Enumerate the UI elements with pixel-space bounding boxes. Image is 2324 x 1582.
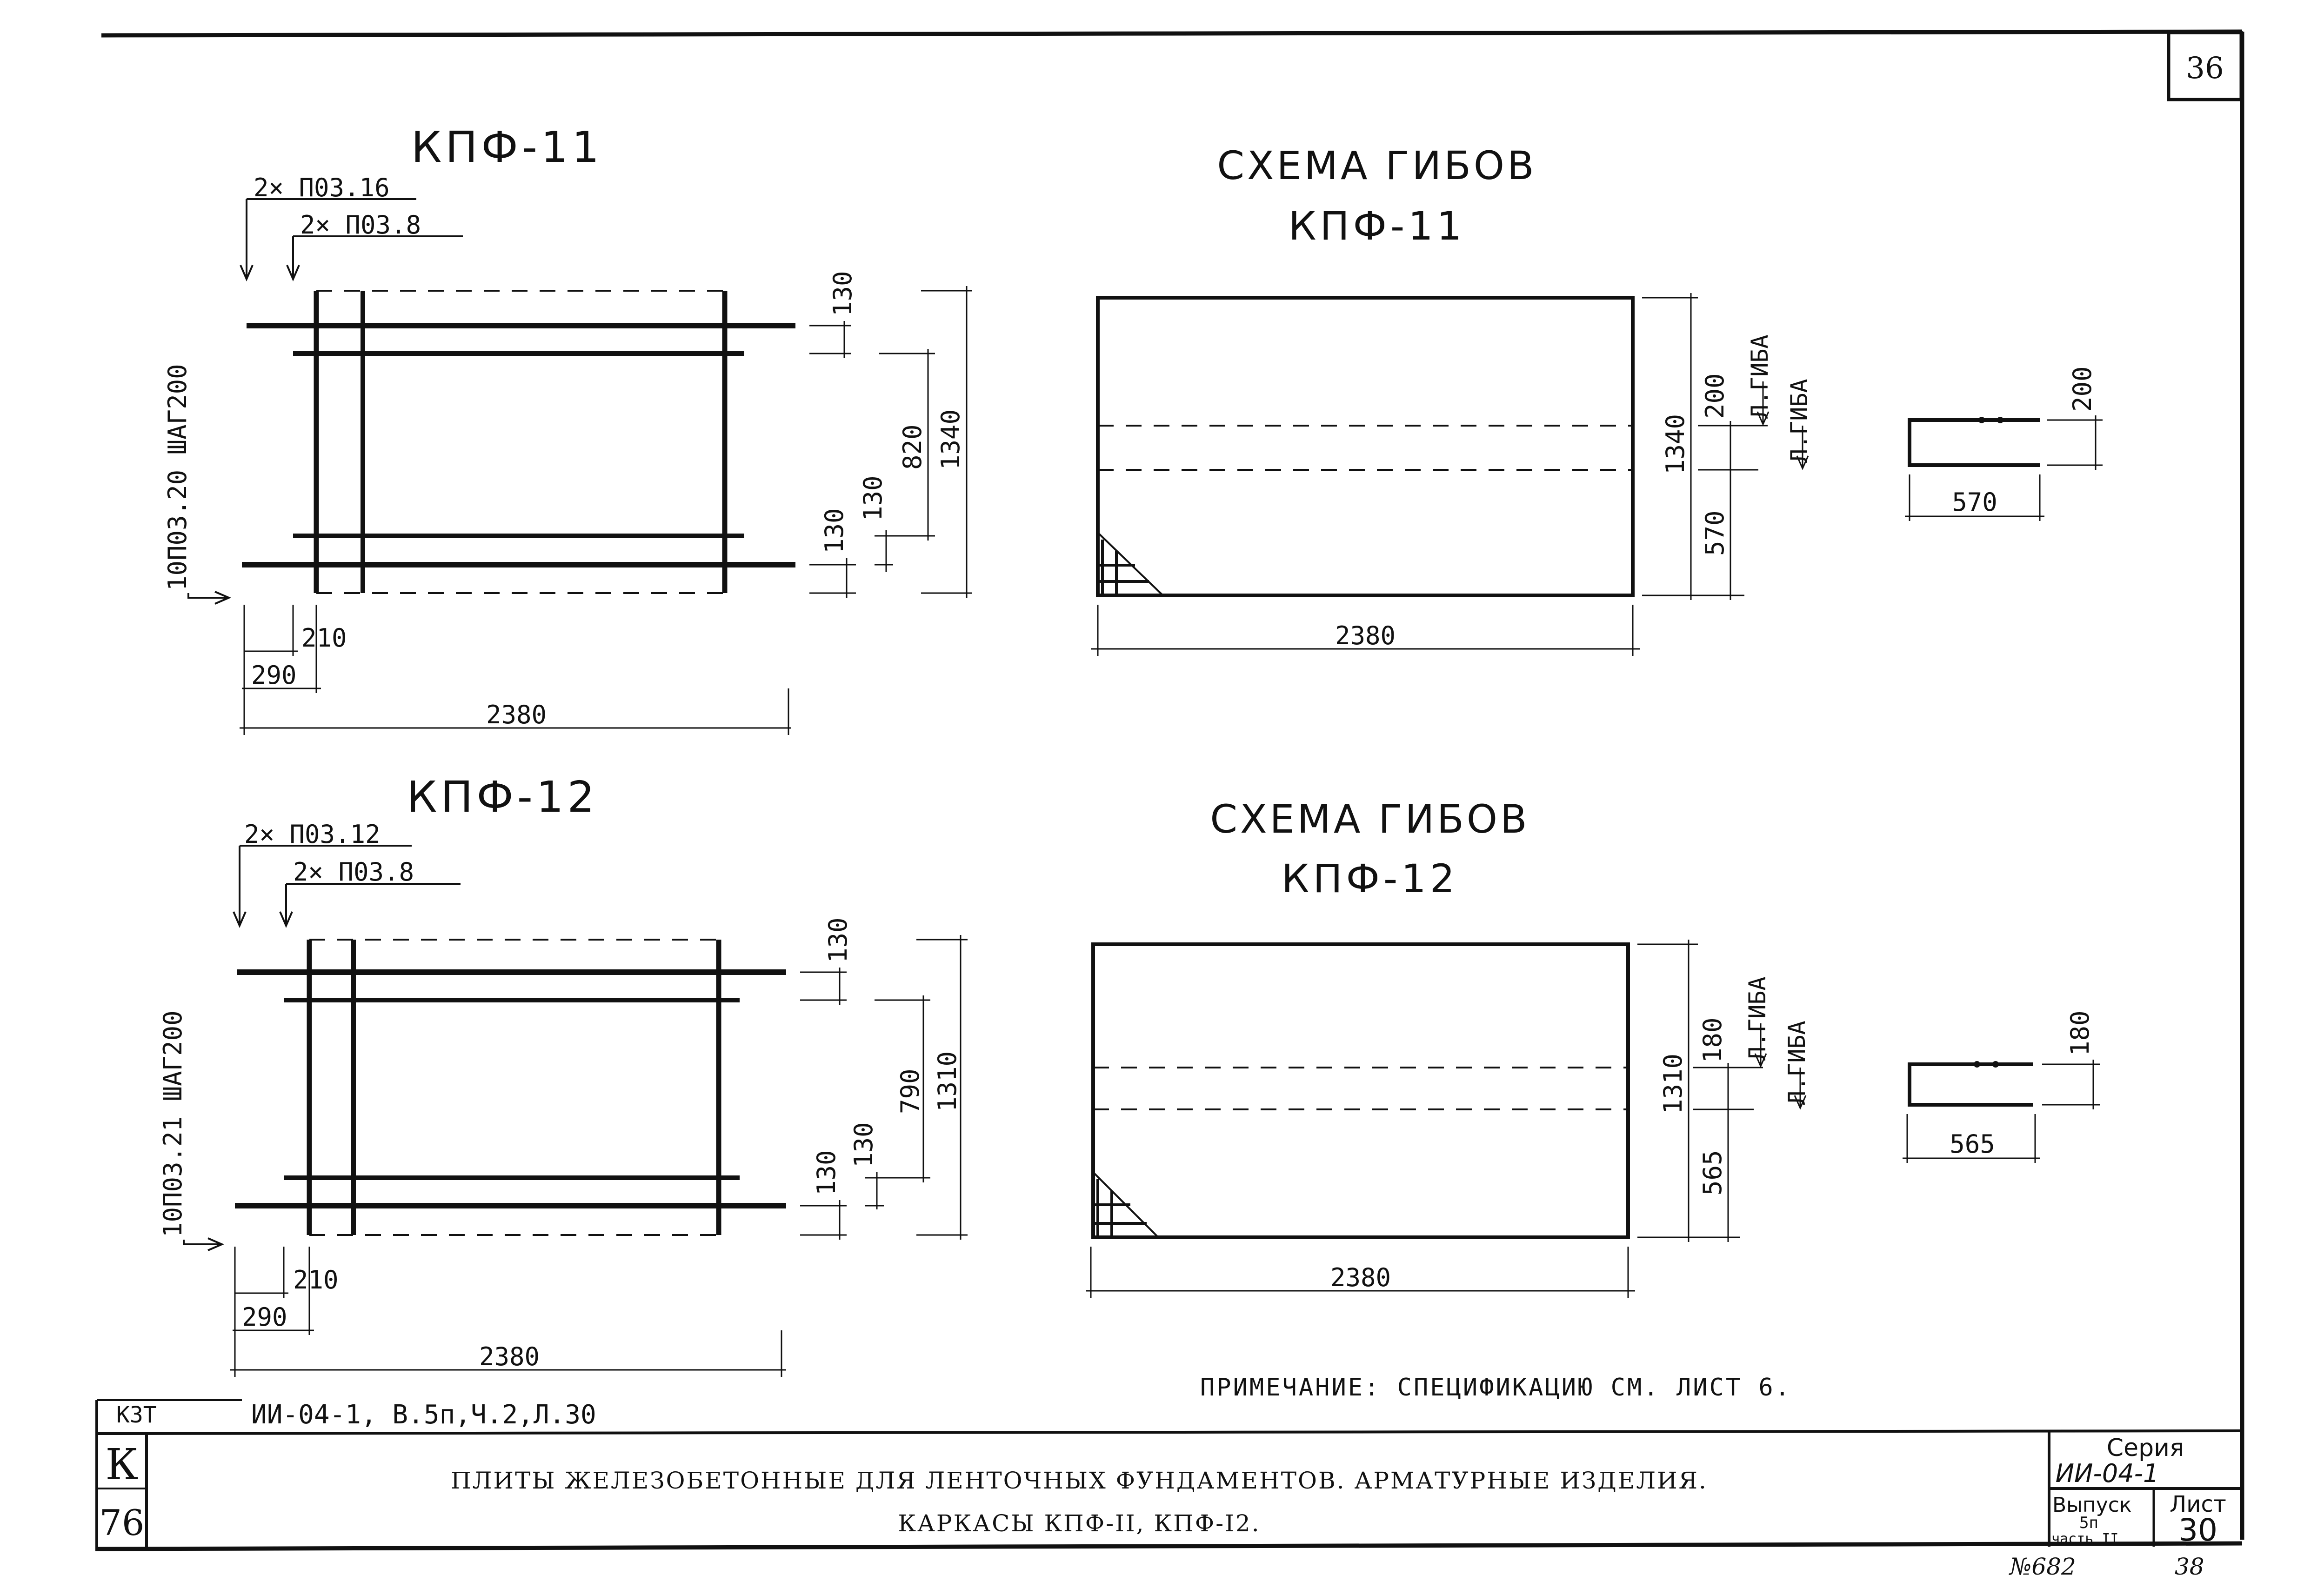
main-title-line2: КАРКАСЫ КПФ-II, КПФ-I2.	[898, 1510, 1260, 1537]
handwritten-number-2: 38	[2175, 1553, 2204, 1580]
kpf11-dim-820: 820	[898, 424, 927, 470]
scheme11-bend-label-1: Л.ГИБА	[1746, 334, 1773, 419]
scheme12-bend-label-2: Л.ГИБА	[1783, 1021, 1810, 1105]
sheet-frame	[95, 29, 2244, 1551]
kpf12-dim-1310: 1310	[933, 1051, 962, 1112]
scheme12-profile-dim-565: 565	[1950, 1129, 1995, 1159]
scheme11-dim-570: 570	[1700, 510, 1730, 556]
scheme12-profile: 180 565	[1903, 1010, 2100, 1163]
reference-stamp: ИИ-04-1, В.5п,Ч.2,Л.30	[251, 1400, 596, 1430]
scheme11-profile: 200 570	[1905, 366, 2103, 521]
scheme11-profile-dim-570: 570	[1952, 487, 1997, 517]
kpf11-dim-130-top: 130	[828, 271, 857, 316]
handwritten-number-1: №682	[2009, 1553, 2076, 1580]
scheme12-dim-565: 565	[1698, 1150, 1727, 1195]
sheet-value: 30	[2178, 1512, 2217, 1548]
kpf12-callout-top: 2× П03.12	[244, 820, 381, 849]
scheme11-title-line2: КПФ-11	[1289, 203, 1465, 249]
title-block: КЗТ ИИ-04-1, В.5п,Ч.2,Л.30 К 76 ПЛИТЫ ЖЕ…	[100, 1400, 2226, 1548]
corner-number-box: 36	[2167, 31, 2243, 101]
scheme11-title-line1: СХЕМА ГИБОВ	[1217, 143, 1536, 188]
kpf11-cage-drawing: КПФ-11 2× П03.16 2× П03.8 10П03.20 ШАГ20…	[163, 122, 972, 735]
kpf11-callout-top: 2× П03.16	[254, 173, 390, 202]
kpf12-dim-130-b: 130	[849, 1122, 878, 1168]
scheme11-bend-label-2: Л.ГИБА	[1786, 379, 1813, 463]
scheme12-title-line1: СХЕМА ГИБОВ	[1210, 796, 1529, 842]
scheme11-profile-dim-200: 200	[2068, 366, 2097, 412]
note-text: ПРИМЕЧАНИЕ: СПЕЦИФИКАЦИЮ СМ. ЛИСТ 6.	[1200, 1374, 1791, 1402]
scheme12-bend-label-1: Л.ГИБА	[1744, 976, 1771, 1061]
kpf12-dim-130-top: 130	[823, 917, 853, 963]
kpf12-dim-210: 210	[293, 1265, 339, 1295]
series-label: Серия	[2107, 1434, 2184, 1462]
kpf12-side-label: 10П03.21 ШАГ200	[158, 1010, 187, 1237]
kpf12-dim-130-a: 130	[812, 1150, 841, 1195]
scheme11-dim-2380: 2380	[1335, 621, 1396, 650]
left-block-letter: К	[105, 1440, 138, 1489]
kpf12-dim-790: 790	[895, 1068, 925, 1114]
kpf11-dim-130-a: 130	[820, 508, 849, 554]
kpf12-dim-2380: 2380	[479, 1342, 540, 1371]
issue-label: Выпуск	[2052, 1493, 2132, 1517]
stamp-prefix: КЗТ	[116, 1402, 157, 1428]
kpf12-title: КПФ-12	[407, 772, 598, 822]
kpf11-title: КПФ-11	[411, 122, 603, 172]
scheme12-bend-diagram: СХЕМА ГИБОВ КПФ-12 1310 180 565 Л.ГИБА Л…	[1086, 796, 2100, 1298]
kpf11-side-label: 10П03.20 ШАГ200	[163, 364, 192, 591]
kpf11-dim-210: 210	[301, 623, 347, 653]
kpf12-cage-drawing: КПФ-12 2× П03.12 2× П03.8 10П03.21 ШАГ20…	[158, 772, 968, 1377]
left-block-number: 76	[100, 1502, 145, 1543]
corner-sheet-number: 36	[2186, 51, 2224, 86]
kpf12-dim-290: 290	[242, 1302, 287, 1332]
issue-value-2: часть II	[2051, 1531, 2119, 1547]
kpf11-dim-130-b: 130	[858, 475, 888, 521]
kpf12-callout-second: 2× П03.8	[293, 857, 414, 887]
scheme12-title-line2: КПФ-12	[1282, 856, 1458, 901]
kpf11-dim-290: 290	[251, 661, 297, 690]
main-title-line1: ПЛИТЫ ЖЕЛЕЗОБЕТОННЫЕ ДЛЯ ЛЕНТОЧНЫХ ФУНДА…	[451, 1467, 1708, 1494]
scheme12-dim-180: 180	[1698, 1017, 1727, 1063]
scheme12-dim-1310: 1310	[1658, 1054, 1688, 1114]
scheme11-bend-diagram: СХЕМА ГИБОВ КПФ-11 1340 200 570 Л.ГИБА Л…	[1091, 143, 2103, 656]
scheme11-dim-1340: 1340	[1661, 414, 1690, 474]
kpf11-callout-second: 2× П03.8	[300, 210, 421, 240]
issue-value-1: 5п	[2079, 1514, 2098, 1532]
scheme11-dim-200: 200	[1700, 373, 1730, 419]
kpf11-dim-1340: 1340	[936, 409, 965, 470]
sheet-label: Лист	[2170, 1491, 2226, 1517]
series-value: ИИ-04-1	[2056, 1459, 2159, 1488]
scheme12-dim-2380: 2380	[1330, 1263, 1391, 1292]
kpf11-dim-2380: 2380	[486, 700, 547, 729]
scheme12-profile-dim-180: 180	[2065, 1010, 2095, 1056]
